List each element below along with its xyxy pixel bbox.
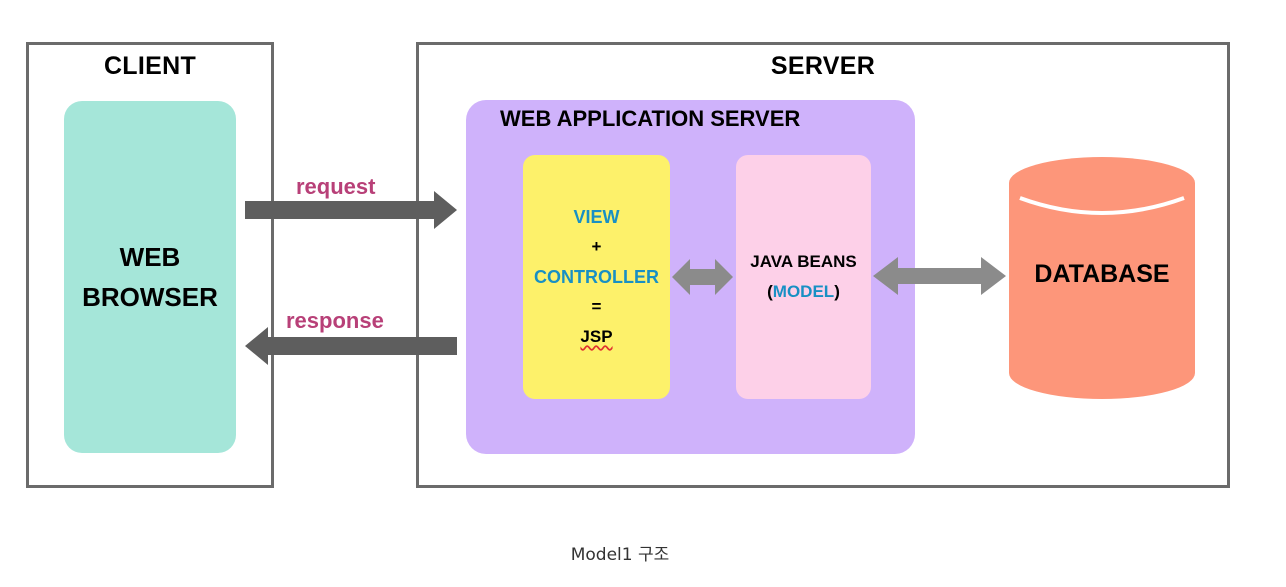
beans-database-double-arrow <box>873 257 1006 295</box>
model-label: MODEL <box>772 282 835 301</box>
client-title: CLIENT <box>103 52 197 80</box>
java-beans-box: JAVA BEANS (MODEL) <box>736 155 871 399</box>
view-label: VIEW <box>573 207 620 227</box>
client-frame <box>26 42 274 488</box>
paren-open: ( <box>767 282 773 301</box>
plus-label: + <box>591 237 602 256</box>
paren-close: ) <box>834 282 840 301</box>
was-title: WEB APPLICATION SERVER <box>500 106 801 131</box>
request-label: request <box>296 174 376 199</box>
database-label: DATABASE <box>1034 260 1170 288</box>
controller-label: CONTROLLER <box>534 267 659 287</box>
caption: Model1 구조 <box>570 545 670 565</box>
model-label-line: (MODEL) <box>767 277 840 307</box>
response-arrow <box>245 327 457 365</box>
request-arrow <box>245 191 457 229</box>
server-title: SERVER <box>770 52 876 80</box>
database-cylinder <box>1009 157 1195 399</box>
server-frame <box>416 42 1230 488</box>
view-controller-box: VIEW + CONTROLLER = JSP <box>523 155 670 399</box>
equals-label: = <box>591 297 602 316</box>
web-browser-box: WEB BROWSER <box>64 101 236 453</box>
web-browser-label-line1: WEB <box>119 242 181 272</box>
response-label: response <box>286 308 384 333</box>
java-beans-label: JAVA BEANS <box>750 252 857 271</box>
web-browser-label-line2: BROWSER <box>82 282 218 312</box>
jsp-label: JSP <box>580 327 613 346</box>
view-beans-double-arrow <box>672 259 733 295</box>
